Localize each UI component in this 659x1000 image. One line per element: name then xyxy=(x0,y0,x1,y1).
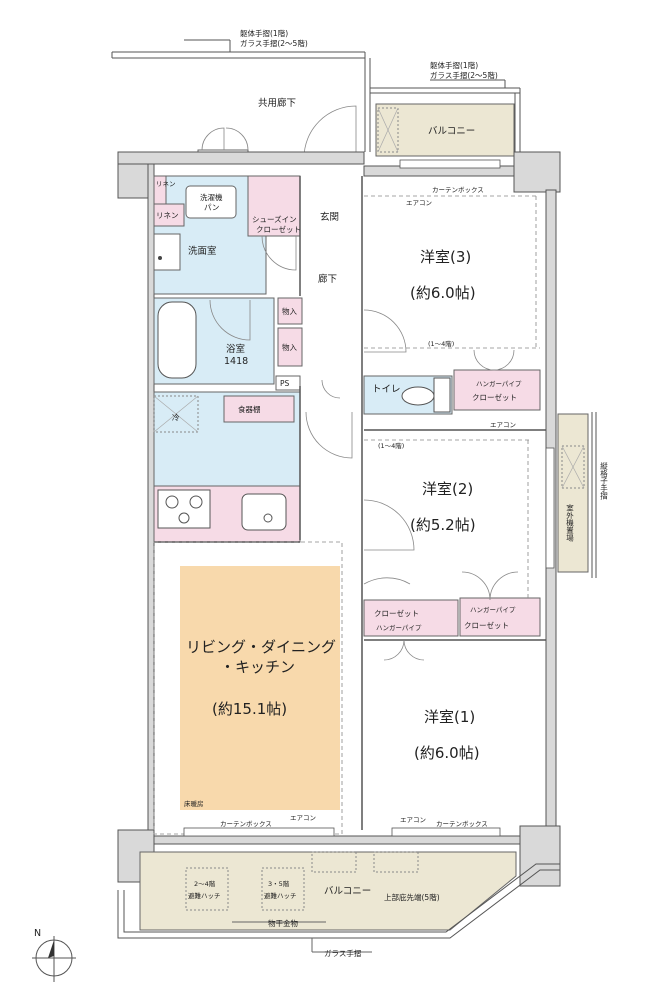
hatch-a-label-1: 2～4階 xyxy=(194,879,216,888)
shoe-closet-label-2: クローゼット xyxy=(256,224,301,234)
linen-label-1: リネン xyxy=(156,180,176,188)
bedroom2-name: 洋室(2) xyxy=(422,480,473,498)
floor-note-1: (1～4階) xyxy=(428,339,454,348)
balcony-top-label: バルコニー xyxy=(428,126,475,137)
toilet-label: トイレ xyxy=(372,384,401,395)
outdoor-unit-label: 室外機置場 xyxy=(565,503,574,543)
railing-label-top-left-2: ガラス手摺(2～5階) xyxy=(240,38,308,48)
hanger-pipe-b2: ハンガーパイプ xyxy=(470,605,516,614)
linen-label-2: リネン xyxy=(156,211,179,220)
balcony-bottom xyxy=(139,851,517,931)
curtain-box-b1: カーテンボックス xyxy=(436,820,488,828)
bedroom3-name: 洋室(3) xyxy=(420,248,471,266)
top-railing xyxy=(111,39,521,158)
floor-note-2: (1～4階) xyxy=(378,441,404,450)
ldk-size: (約15.1帖) xyxy=(212,700,287,718)
aircon-label-b2: エアコン xyxy=(490,421,516,429)
windows xyxy=(183,159,555,837)
ldk-name-2: ・キッチン xyxy=(220,658,295,676)
hallway-label: 廊下 xyxy=(318,273,337,285)
storage-label-2: 物入 xyxy=(282,342,297,352)
bedroom3-size: (約6.0帖) xyxy=(410,284,476,302)
north-arrow xyxy=(32,936,76,982)
floor-heating-label: 床暖房 xyxy=(184,799,204,808)
aircon-label-b1: エアコン xyxy=(400,816,426,824)
ps-label: PS xyxy=(280,379,290,388)
side-balcony xyxy=(557,413,589,573)
cupboard xyxy=(223,395,295,423)
hanger-pipe-b1: ハンガーパイプ xyxy=(376,623,422,632)
door-swings xyxy=(305,309,519,661)
bath-label-1: 浴室 xyxy=(226,343,245,355)
balcony-bottom-label: バルコニー xyxy=(324,886,371,897)
vertical-rail-label: 縦格子手摺 xyxy=(599,461,608,501)
corridor-label: 共用廊下 xyxy=(258,97,296,109)
glass-rail-label: ガラス手摺 xyxy=(324,948,361,958)
curtain-box-ldk: カーテンボックス xyxy=(220,820,272,828)
washroom-label: 洗面室 xyxy=(188,245,217,257)
cupboard-label: 食器棚 xyxy=(238,404,261,414)
hatch-a-label-2: 避難ハッチ xyxy=(188,891,221,900)
washer-label-1: 洗濯機 xyxy=(200,192,223,202)
bedroom2-size: (約5.2帖) xyxy=(410,516,476,534)
bedroom1-name: 洋室(1) xyxy=(424,708,475,726)
closet-bedroom3 xyxy=(453,369,541,411)
railing-label-top-right-1: 躯体手摺(1階) xyxy=(430,60,478,70)
north-label: N xyxy=(34,928,41,939)
eave-label: 上部庇先端(5階) xyxy=(384,892,440,902)
railing-label-top-right-2: ガラス手摺(2～5階) xyxy=(430,70,498,80)
storage-label-1: 物入 xyxy=(282,306,297,316)
railing-label-top-left-1: 躯体手摺(1階) xyxy=(240,28,288,38)
hatch-b-label-2: 避難ハッチ xyxy=(264,891,297,900)
shoe-closet-label-1: シューズイン xyxy=(252,214,297,224)
ldk-floor-heating xyxy=(180,566,340,810)
bath-label-2: 1418 xyxy=(224,356,248,367)
curtain-box-b3: カーテンボックス xyxy=(432,186,484,194)
hatch-b-label-1: 3・5階 xyxy=(268,879,290,888)
closet-b1-label: クローゼット xyxy=(374,608,419,618)
aircon-label-ldk: エアコン xyxy=(290,814,316,822)
hanger-pipe-b3: ハンガーパイプ xyxy=(476,379,522,388)
closet-b3-label: クローゼット xyxy=(472,392,517,402)
ldk-name-1: リビング・ダイニング xyxy=(186,638,336,656)
shoe-closet xyxy=(247,175,301,237)
closet-bedroom1 xyxy=(363,599,459,637)
washer-label-2: パン xyxy=(204,203,219,212)
entrance-label: 玄関 xyxy=(320,211,339,223)
fridge-label: 冷 xyxy=(172,412,180,422)
closet-b2-label: クローゼット xyxy=(464,620,509,630)
aircon-label-b3: エアコン xyxy=(406,199,432,207)
drying-label: 物干金物 xyxy=(268,918,298,928)
closet-bedroom2 xyxy=(459,597,541,637)
bedroom1-size: (約6.0帖) xyxy=(414,744,480,762)
balcony-top xyxy=(375,103,515,157)
